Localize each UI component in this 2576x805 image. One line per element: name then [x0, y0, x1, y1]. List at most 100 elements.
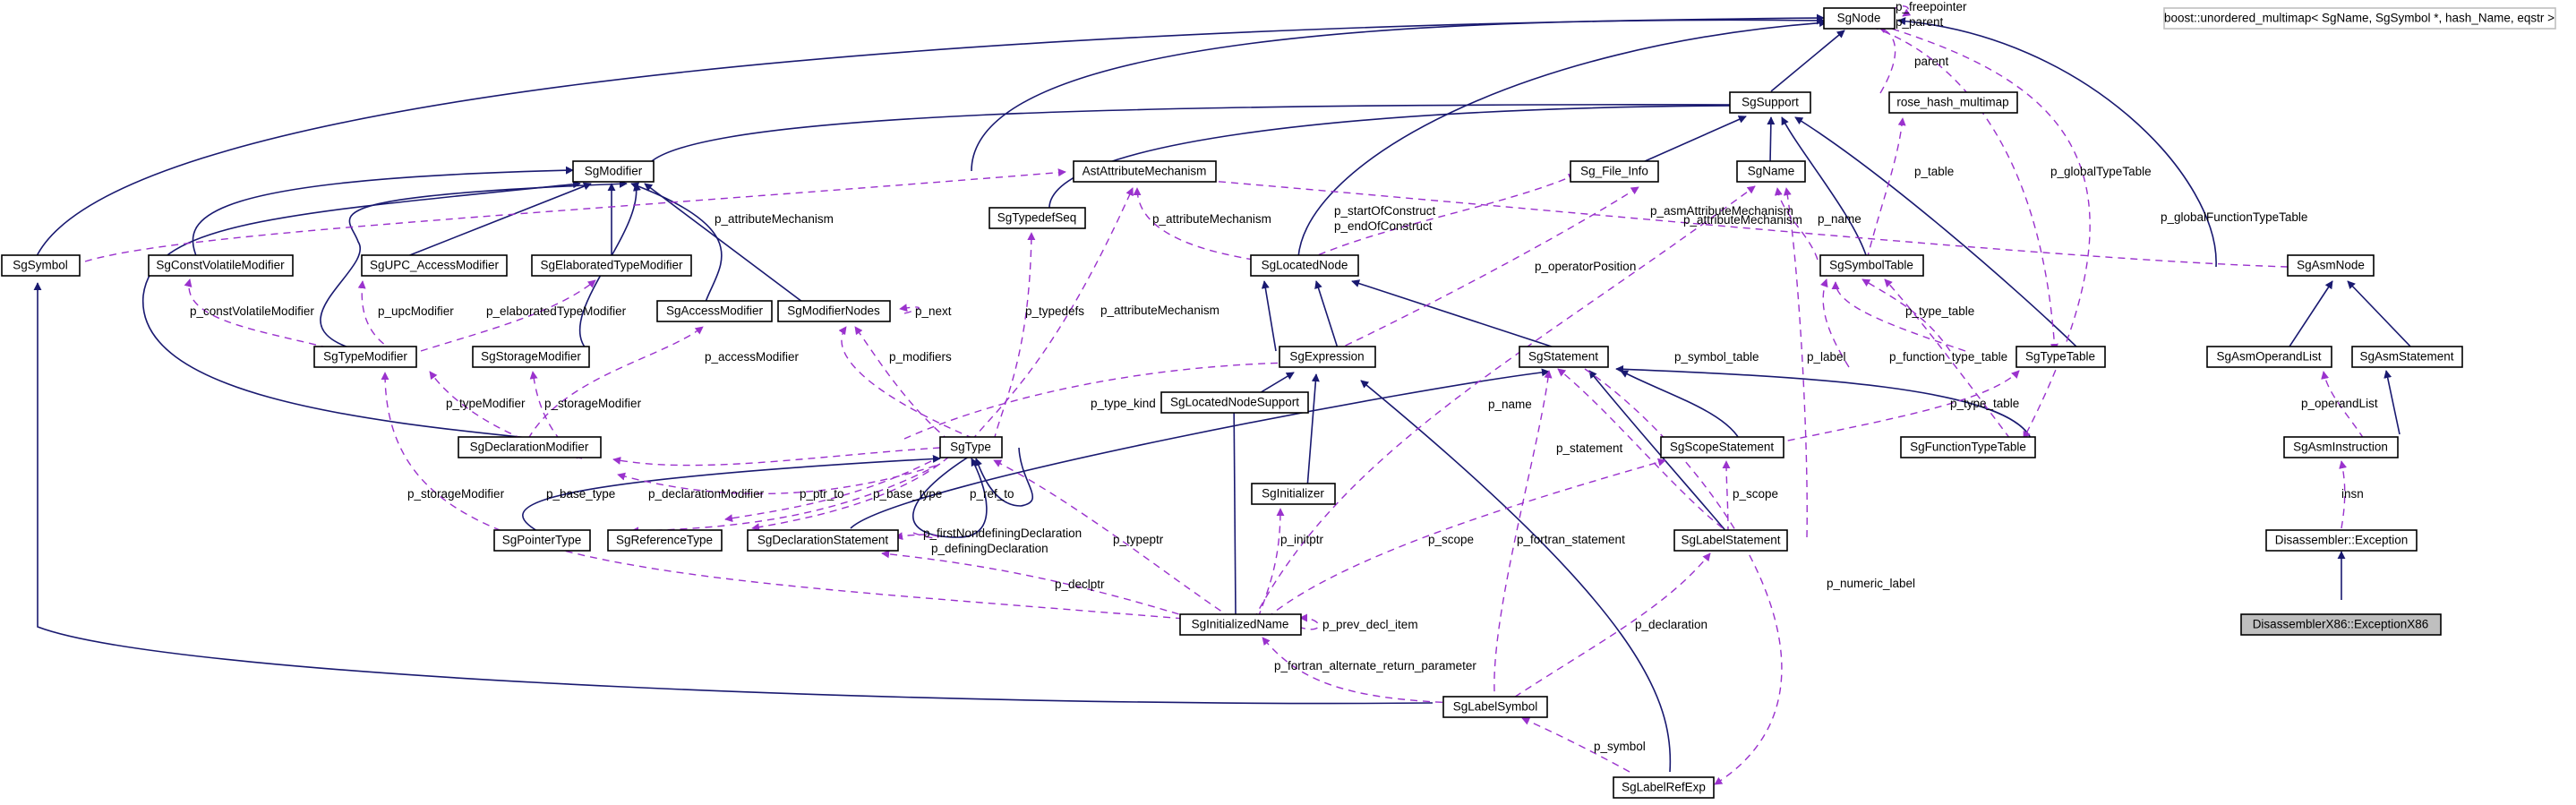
node-SgExpression[interactable]: SgExpression — [1279, 346, 1376, 368]
svg-text:SgTypeTable: SgTypeTable — [2025, 350, 2095, 364]
node-SgReferenceType[interactable]: SgReferenceType — [607, 529, 723, 552]
svg-text:SgNode: SgNode — [1837, 12, 1881, 25]
edge-label: p_statement — [1556, 441, 1623, 455]
edge-label: p_operandList — [2301, 397, 2378, 410]
node-SgInitializedName[interactable]: SgInitializedName — [1179, 613, 1302, 636]
svg-text:SgLabelRefExp: SgLabelRefExp — [1622, 781, 1706, 794]
edge-label: p_attributeMechanism — [1152, 212, 1271, 226]
node-SgAsmInstruction[interactable]: SgAsmInstruction — [2283, 436, 2399, 458]
node-AstAttributeMechanism[interactable]: AstAttributeMechanism — [1073, 160, 1217, 183]
edge-label: p_fortran_alternate_return_parameter — [1274, 659, 1476, 672]
edge-label: p_startOfConstruct — [1334, 204, 1436, 218]
edge-label: p_modifiers — [889, 350, 952, 364]
edge-label: p_fortran_statement — [1517, 533, 1625, 546]
edge-label: p_initptr — [1280, 533, 1324, 546]
edge-label: p_attributeMechanism — [715, 212, 834, 226]
node-SgTypedefSeq[interactable]: SgTypedefSeq — [988, 207, 1086, 229]
edge-label: p_next — [915, 304, 952, 318]
node-DisassemblerX86-ExceptionX86[interactable]: DisassemblerX86::ExceptionX86 — [2240, 613, 2442, 636]
svg-text:Sg_File_Info: Sg_File_Info — [1580, 165, 1648, 178]
edge-label: p_declaration — [1635, 618, 1707, 631]
node-SgScopeStatement[interactable]: SgScopeStatement — [1660, 436, 1784, 458]
edge-label: p_constVolatileModifier — [190, 304, 314, 318]
node-SgSymbolTable[interactable]: SgSymbolTable — [1819, 254, 1924, 277]
node-SgModifier[interactable]: SgModifier — [572, 160, 655, 183]
edge-label: p_attributeMechanism — [1100, 304, 1220, 317]
svg-text:SgName: SgName — [1748, 165, 1795, 178]
svg-text:SgLocatedNodeSupport: SgLocatedNodeSupport — [1170, 396, 1299, 409]
svg-text:SgDeclarationModifier: SgDeclarationModifier — [470, 441, 589, 454]
edge-label: p_parent — [1896, 15, 1944, 29]
node-SgName[interactable]: SgName — [1736, 160, 1806, 183]
node-SgSupport[interactable]: SgSupport — [1729, 91, 1811, 114]
svg-text:SgAccessModifier: SgAccessModifier — [666, 304, 764, 318]
node-SgAccessModifier[interactable]: SgAccessModifier — [656, 300, 773, 322]
svg-text:SgConstVolatileModifier: SgConstVolatileModifier — [156, 259, 285, 272]
edge-label: p_storageModifier — [407, 487, 505, 501]
node-SgConstVolatileModifier[interactable]: SgConstVolatileModifier — [148, 254, 294, 277]
edge-label: insn — [2341, 487, 2364, 501]
svg-text:SgType: SgType — [950, 441, 991, 454]
node-SgDeclarationStatement[interactable]: SgDeclarationStatement — [747, 529, 899, 552]
node-SgTypeTable[interactable]: SgTypeTable — [2015, 346, 2106, 368]
node-rose-hash-multimap[interactable]: rose_hash_multimap — [1888, 91, 2018, 114]
edge-label: p_upcModifier — [378, 304, 454, 318]
edge-label: p_symbol_table — [1674, 350, 1759, 364]
nodes: SgNode boost::unordered_multimap< SgName… — [1, 7, 2556, 799]
node-SgFunctionTypeTable[interactable]: SgFunctionTypeTable — [1900, 436, 2036, 458]
node-SgDeclarationModifier[interactable]: SgDeclarationModifier — [458, 436, 602, 458]
svg-text:SgLocatedNode: SgLocatedNode — [1262, 259, 1348, 272]
edge-label: p_prev_decl_item — [1322, 618, 1418, 631]
node-SgLabelStatement[interactable]: SgLabelStatement — [1673, 529, 1788, 552]
edge-label: p_storageModifier — [544, 397, 642, 410]
svg-text:SgAsmNode: SgAsmNode — [2297, 259, 2365, 272]
edge-label: p_endOfConstruct — [1334, 219, 1433, 233]
svg-text:SgSymbol: SgSymbol — [13, 259, 68, 272]
node-SgLocatedNode[interactable]: SgLocatedNode — [1250, 254, 1359, 277]
edge-label: p_declptr — [1055, 578, 1105, 591]
svg-text:SgTypedefSeq: SgTypedefSeq — [997, 211, 1077, 225]
node-SgAsmNode[interactable]: SgAsmNode — [2287, 254, 2375, 277]
edge-label: p_asmAttributeMechanism — [1650, 204, 1793, 218]
svg-text:boost::unordered_multimap< SgN: boost::unordered_multimap< SgName, SgSym… — [2164, 12, 2555, 25]
node-SgStatement[interactable]: SgStatement — [1519, 346, 1609, 368]
svg-text:Disassembler::Exception: Disassembler::Exception — [2275, 534, 2409, 547]
svg-text:SgStorageModifier: SgStorageModifier — [481, 350, 581, 364]
edge-label: parent — [1914, 55, 1949, 68]
node-Sg-File-Info[interactable]: Sg_File_Info — [1570, 160, 1659, 183]
edge-label: p_elaboratedTypeModifier — [486, 304, 627, 318]
svg-text:SgInitializedName: SgInitializedName — [1192, 618, 1289, 631]
edge-label: p_accessModifier — [705, 350, 800, 364]
edge-label: p_table — [1914, 165, 1954, 178]
edge-label: p_firstNondefiningDeclaration — [923, 527, 1082, 540]
node-SgPointerType[interactable]: SgPointerType — [493, 529, 591, 552]
svg-text:SgAsmInstruction: SgAsmInstruction — [2293, 441, 2388, 454]
edge-label: p_typeptr — [1113, 533, 1164, 546]
edge-label: p_typedefs — [1025, 304, 1084, 318]
node-SgUPC-AccessModifier[interactable]: SgUPC_AccessModifier — [361, 254, 508, 277]
node-SgNode[interactable]: SgNode — [1823, 7, 1896, 30]
edge-label: p_typeModifier — [446, 397, 526, 410]
usage-edges — [84, 5, 2365, 785]
edge-label: p_attributeMechanism — [1683, 213, 1802, 227]
edge-label: p_type_kind — [1091, 397, 1156, 410]
svg-text:SgPointerType: SgPointerType — [502, 534, 582, 547]
node-SgSymbol[interactable]: SgSymbol — [1, 254, 81, 277]
node-SgAsmOperandList[interactable]: SgAsmOperandList — [2206, 346, 2332, 368]
node-SgTypeModifier[interactable]: SgTypeModifier — [313, 346, 417, 368]
node-SgLocatedNodeSupport[interactable]: SgLocatedNodeSupport — [1160, 391, 1309, 414]
node-SgLabelRefExp[interactable]: SgLabelRefExp — [1613, 776, 1715, 799]
node-SgAsmStatement[interactable]: SgAsmStatement — [2351, 346, 2463, 368]
svg-text:SgLabelStatement: SgLabelStatement — [1681, 534, 1780, 547]
node-SgElaboratedTypeModifier[interactable]: SgElaboratedTypeModifier — [531, 254, 692, 277]
node-Disassembler-Exception[interactable]: Disassembler::Exception — [2265, 529, 2418, 552]
edge-label: p_definingDeclaration — [931, 542, 1048, 555]
node-SgStorageModifier[interactable]: SgStorageModifier — [472, 346, 590, 368]
node-SgModifierNodes[interactable]: SgModifierNodes — [777, 300, 891, 322]
node-SgType[interactable]: SgType — [939, 436, 1003, 458]
node-SgInitializer[interactable]: SgInitializer — [1251, 483, 1336, 505]
edge-label: p_operatorPosition — [1535, 260, 1636, 273]
node-boost-unordered-multimap[interactable]: boost::unordered_multimap< SgName, SgSym… — [2163, 7, 2556, 30]
node-SgLabelSymbol[interactable]: SgLabelSymbol — [1442, 696, 1548, 718]
